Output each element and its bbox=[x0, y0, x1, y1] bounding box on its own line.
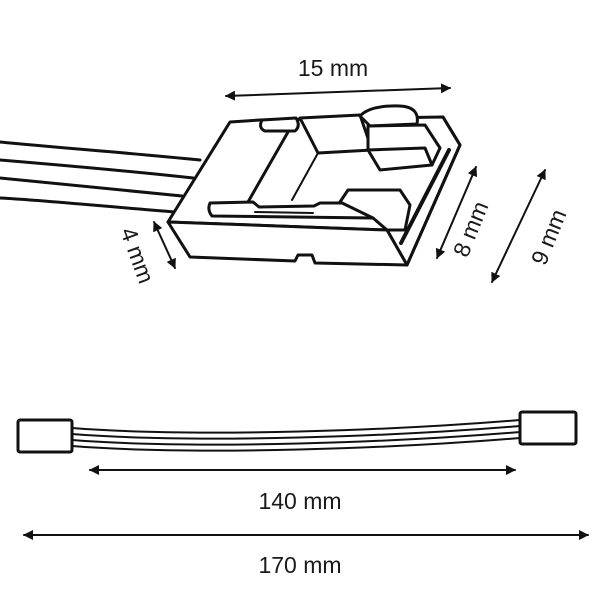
depth-inner-arrow bbox=[435, 166, 478, 259]
inner-length-label: 140 mm bbox=[258, 488, 341, 514]
right-connector bbox=[518, 410, 578, 446]
connector-3d bbox=[166, 104, 462, 267]
height-arrow bbox=[153, 221, 176, 269]
height-label: 4 mm bbox=[115, 224, 159, 287]
cable-assembly bbox=[16, 410, 578, 454]
depth-outer-label: 9 mm bbox=[526, 205, 572, 268]
depth-outer-arrow bbox=[491, 169, 546, 283]
width-arrow bbox=[225, 83, 451, 101]
depth-inner-label: 8 mm bbox=[448, 197, 494, 260]
left-connector bbox=[16, 418, 74, 454]
ribbon-cable bbox=[0, 140, 202, 214]
width-label: 15 mm bbox=[298, 55, 368, 81]
total-length-label: 170 mm bbox=[258, 552, 341, 578]
